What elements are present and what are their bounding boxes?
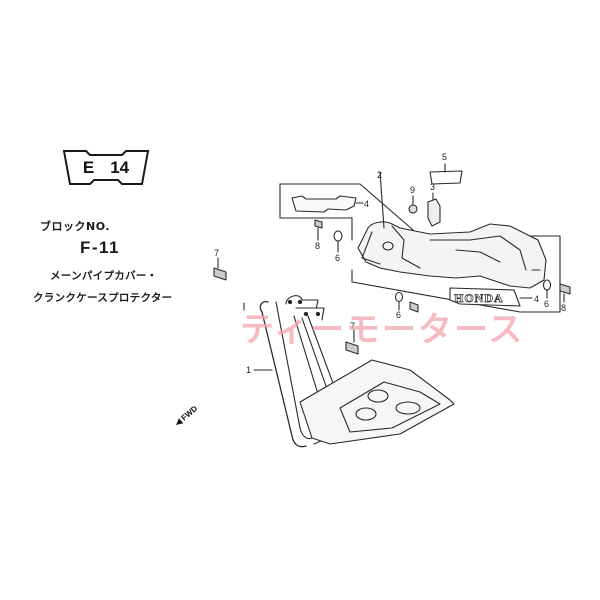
callout-8a: 8 — [315, 241, 320, 251]
callout-7b: 7 — [350, 321, 355, 331]
callout-7a: 7 — [214, 248, 219, 258]
callout-9: 9 — [410, 185, 415, 195]
badge-frame-icon — [62, 150, 150, 185]
section-number: 14 — [110, 158, 130, 177]
honda-decal-text: HONDA — [454, 291, 504, 305]
callout-6c: 6 — [544, 299, 549, 309]
part-description-line1: メーンパイプカバー・ — [50, 270, 158, 282]
callout-2: 2 — [377, 170, 382, 180]
callout-5: 5 — [442, 152, 447, 162]
label-shape — [429, 170, 463, 185]
callout-6a: 6 — [335, 253, 340, 263]
emblem-decal-shape — [291, 195, 357, 213]
bolt-shape — [314, 219, 323, 229]
protector-frame-tube — [259, 300, 307, 448]
shop-watermark: ティーモータース — [240, 310, 525, 350]
callout-3: 3 — [430, 182, 435, 192]
honda-decal-shape — [449, 287, 521, 307]
callout-4-upper: 4 — [364, 199, 369, 209]
main-pipe-cover-shape — [357, 221, 547, 289]
block-number: F-11 — [80, 238, 121, 257]
block-label: ブロックNO. — [40, 220, 110, 233]
part-description-line2: クランクケースプロテクター — [33, 292, 173, 304]
section-letter: E — [82, 158, 95, 177]
nut-shape — [408, 204, 418, 214]
callout-6b: 6 — [396, 310, 401, 320]
section-badge: E 14 — [62, 148, 150, 188]
clip-shape — [427, 198, 441, 227]
callout-8b: 8 — [561, 303, 566, 313]
washer-shape — [333, 230, 343, 242]
callout-4-lower: 4 — [534, 294, 539, 304]
callout-1: 1 — [246, 365, 251, 375]
